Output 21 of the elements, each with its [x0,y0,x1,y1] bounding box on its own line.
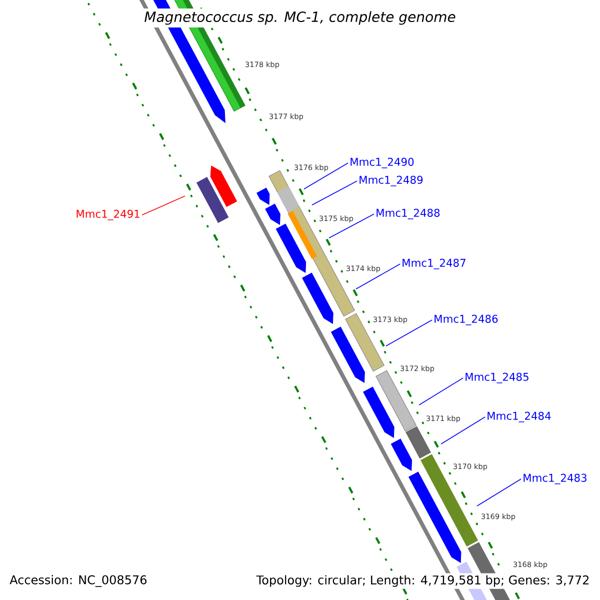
gene-label: Mmc1_2485 [466,372,528,384]
gene-label: Mmc1_2490 [350,158,414,168]
leader-line [356,264,400,290]
accession-text: Accession: NC_008576 [10,575,146,587]
gene-label: Mmc1_2484 [488,412,551,422]
leader-line [312,180,358,206]
leader-line [142,196,186,216]
leader-line [440,416,486,444]
title: Magnetococcus sp. MC-1, complete genome [142,8,458,28]
gene-label: Mmc1_2488 [376,208,440,220]
gene-label: Mmc1_2489 [360,176,423,186]
genome-info-text: Topology: circular; Length: 4,719,581 bp; Genes: 3,772 [254,573,592,589]
gene-label: Mmc1_2491 [76,210,140,220]
leader-line [418,378,464,406]
gene-label: Mmc1_2486 [434,314,498,326]
gene-label: Mmc1_2487 [402,258,466,270]
gene-label: Mmc1_2483 [524,474,586,484]
leader-line [328,214,374,238]
leader-line [386,320,432,346]
leader-line [304,162,348,190]
leader-line [476,478,522,506]
